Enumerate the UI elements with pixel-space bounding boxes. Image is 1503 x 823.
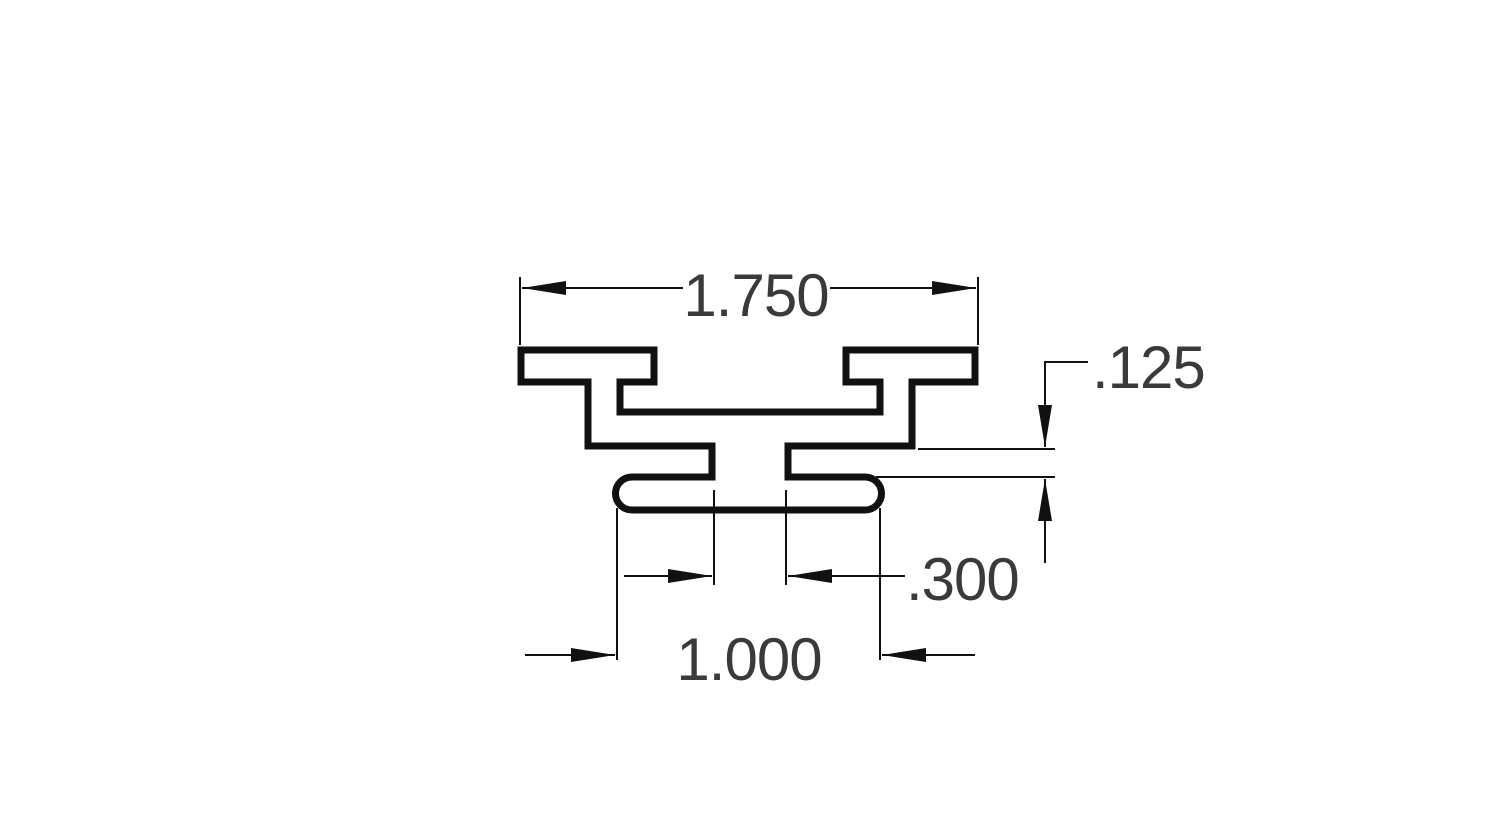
dimension-label-bottom-width: 1.000 bbox=[676, 626, 821, 693]
arrowhead-down bbox=[1038, 405, 1052, 447]
dimension-label-slot-opening: .300 bbox=[906, 546, 1019, 613]
arrowhead-right bbox=[932, 281, 976, 295]
dimension-slot-opening: .300 bbox=[624, 490, 1020, 613]
dimension-flange-thickness: .125 bbox=[876, 334, 1206, 563]
leader-line-upper bbox=[1044, 361, 1088, 447]
dimension-bottom-width: 1.000 bbox=[525, 508, 975, 693]
arrowhead-right-pointing-left bbox=[788, 569, 832, 583]
dimension-overall-width: 1.750 bbox=[519, 262, 979, 345]
arrowhead-left-pointing-right bbox=[668, 569, 712, 583]
dimension-label-flange-thickness: .125 bbox=[1092, 334, 1205, 401]
arrowhead-right-pointing-left bbox=[882, 648, 926, 662]
arrowhead-up bbox=[1038, 479, 1052, 521]
arrowhead-left bbox=[522, 281, 566, 295]
arrowhead-left-pointing-right bbox=[571, 648, 615, 662]
extrusion-profile-outline bbox=[517, 346, 979, 514]
dimension-label-overall-width: 1.750 bbox=[683, 262, 828, 329]
